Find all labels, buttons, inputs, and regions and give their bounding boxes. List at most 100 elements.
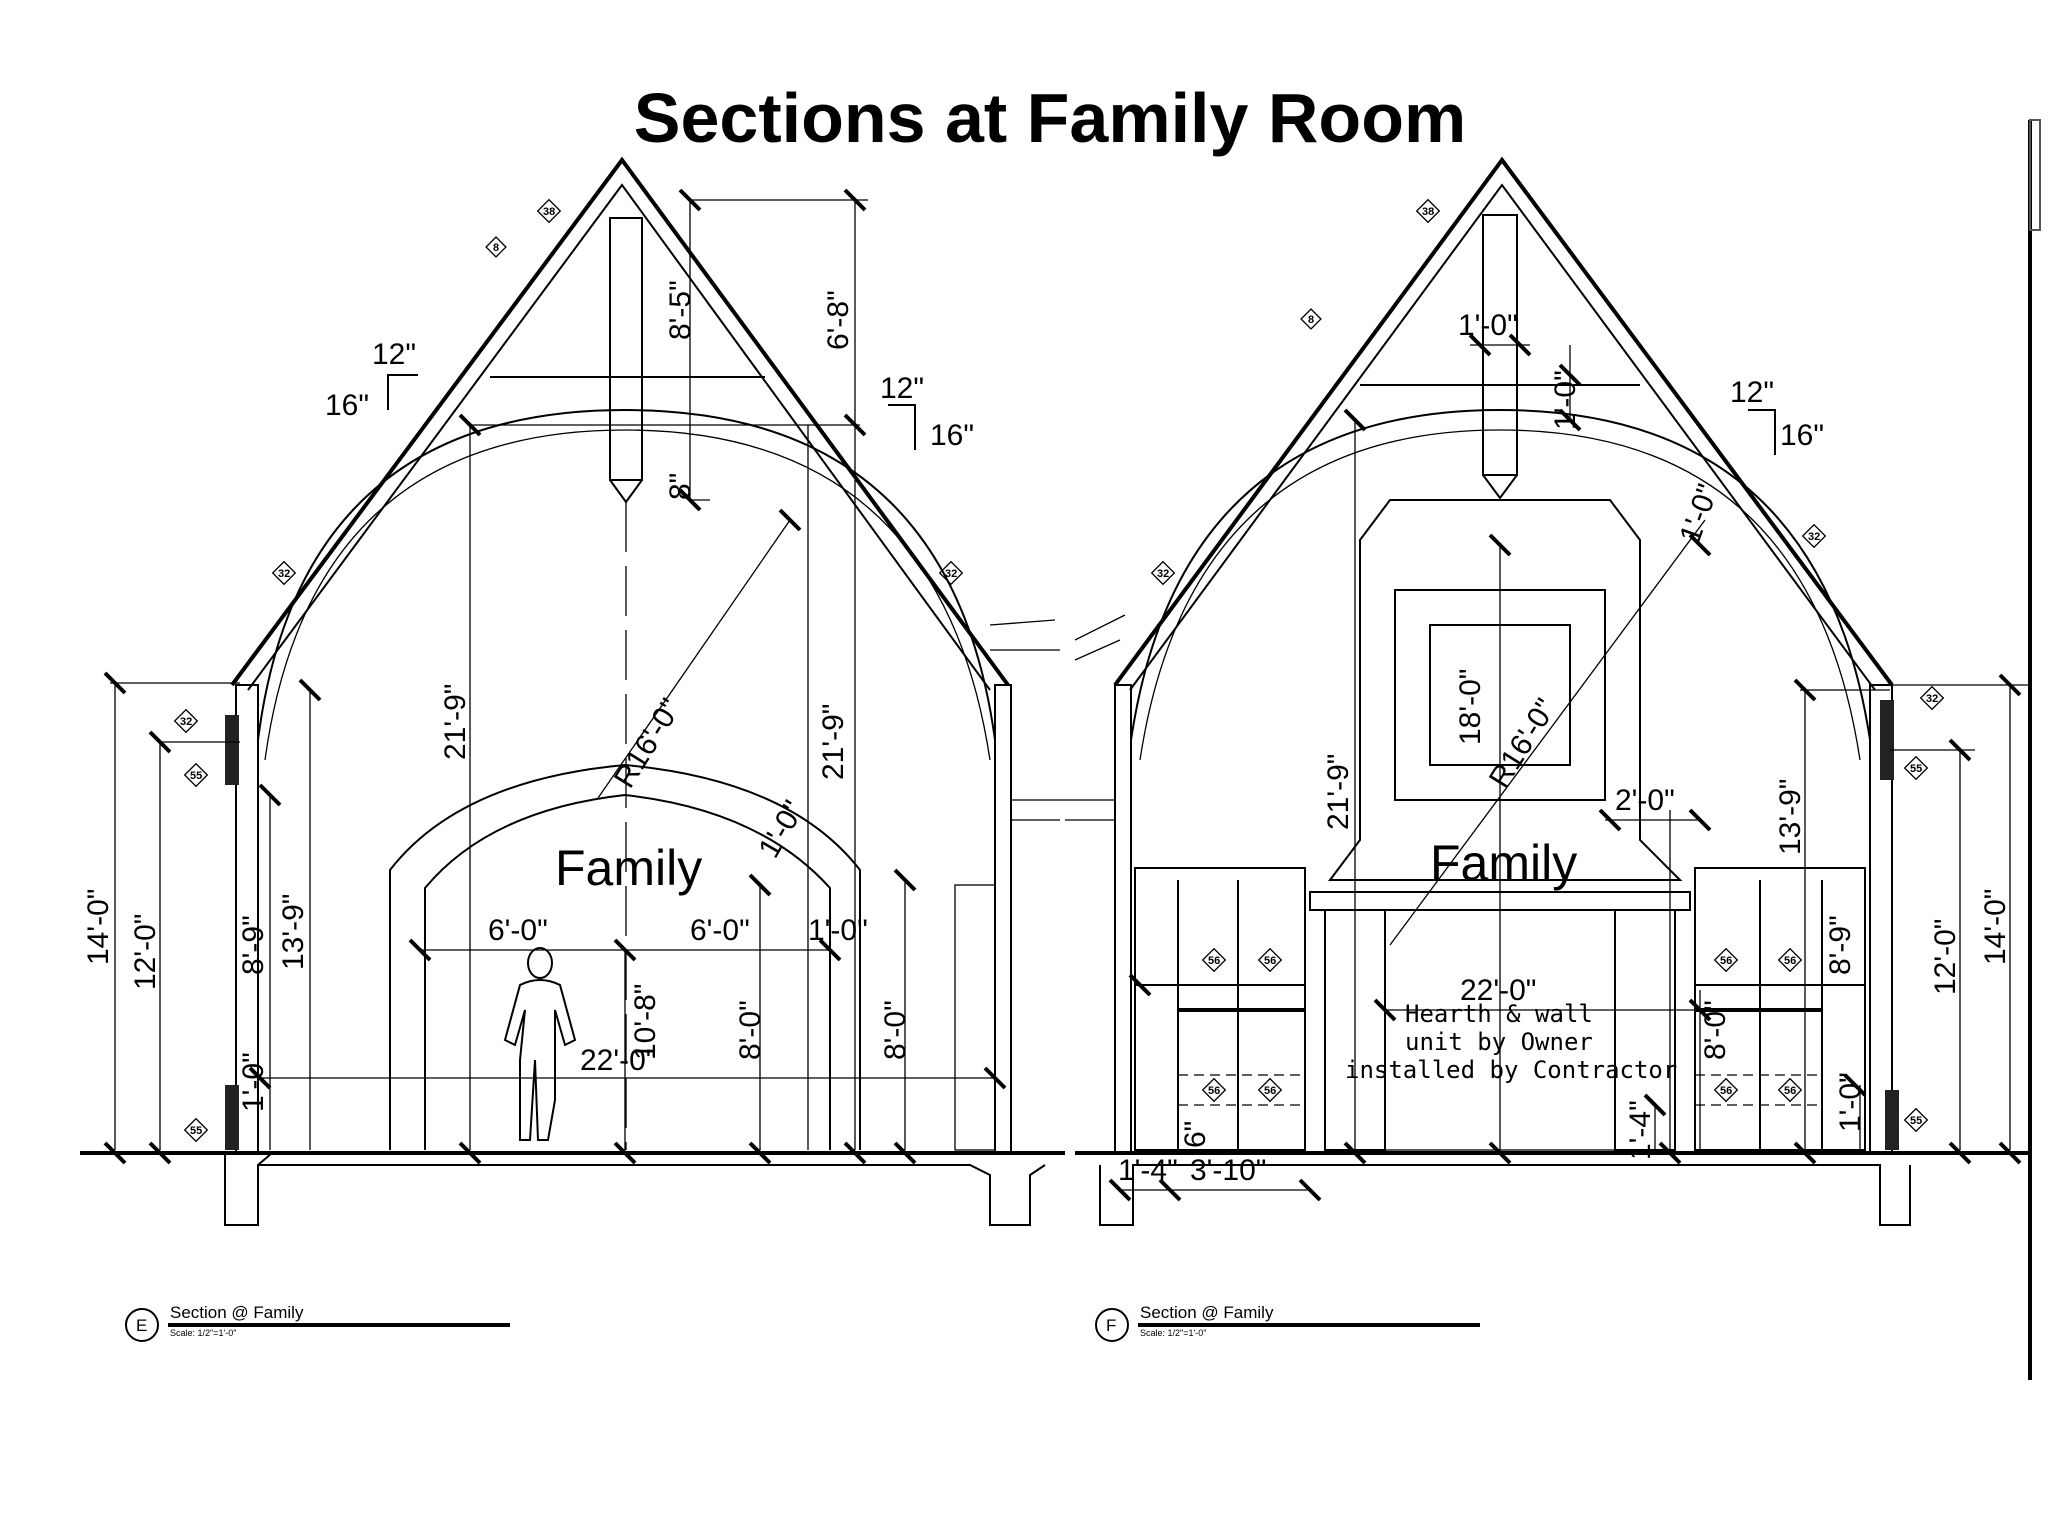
wall-left <box>1114 684 1132 1154</box>
caption-f: Section @ Family <box>1140 1303 1274 1322</box>
pitch-symbol-right <box>888 404 916 450</box>
tag-55: 55 <box>183 1117 209 1143</box>
wall-left <box>235 684 259 1154</box>
tag-56: 56 <box>1777 947 1803 973</box>
dim-outer-h4: 8'-9" <box>237 915 270 975</box>
dim-radius: R16'-0" <box>1483 693 1563 794</box>
tag-32: 32 <box>1919 685 1945 711</box>
dim-cab-h2: 8'-9" <box>1824 915 1857 975</box>
vault-arch <box>1130 408 1871 741</box>
note-line: Hearth & wall <box>1405 1000 1593 1028</box>
chimney-breast <box>1328 499 1683 881</box>
dim-base-span: 3'-10" <box>1190 1154 1266 1187</box>
svg-text:56: 56 <box>1784 955 1796 967</box>
dimension-ticks <box>1108 333 2022 1202</box>
svg-text:32: 32 <box>945 568 957 580</box>
dim-panel-height: 18'-0" <box>1454 669 1487 745</box>
dim-opening-h2: 8'-0" <box>879 1000 912 1060</box>
tag-32: 32 <box>938 560 964 586</box>
dim-opening-h1: 8'-0" <box>734 1000 767 1060</box>
dim-width-right: 6'-0" <box>690 914 750 947</box>
scale-f: Scale: 1/2"=1'-0" <box>1140 1328 1206 1338</box>
dim-small-h: 6" <box>1179 1121 1212 1148</box>
svg-text:56: 56 <box>1208 1085 1220 1097</box>
dim-center-height: 10'-8" <box>629 984 662 1060</box>
tag-8: 8 <box>1300 308 1322 330</box>
pitch-rise: 12" <box>1730 376 1774 409</box>
dim-width-side: 1'-0" <box>808 914 868 947</box>
dim-base-left: 1'-4" <box>1118 1154 1178 1187</box>
svg-text:56: 56 <box>1720 955 1732 967</box>
inner-arch-outer <box>389 763 861 1150</box>
wall-insulation-base <box>1885 1090 1899 1150</box>
svg-text:32: 32 <box>278 568 290 580</box>
tag-56: 56 <box>1201 1077 1227 1103</box>
svg-text:55: 55 <box>1910 763 1922 775</box>
svg-text:55: 55 <box>1910 1115 1922 1127</box>
ridge-post-tip <box>609 479 643 504</box>
tag-56: 56 <box>1713 947 1739 973</box>
dim-outer-h2: 12'-0" <box>129 914 162 990</box>
dim-width-left: 6'-0" <box>488 914 548 947</box>
adjacent-roof <box>989 619 1065 821</box>
wall-insulation-base <box>225 1085 239 1150</box>
dim-overall-width: 22'-0" <box>580 1044 656 1077</box>
dim-height-left: 21'-9" <box>439 684 472 760</box>
dim-outer-h2: 14'-0" <box>1979 889 2012 965</box>
tag-38: 38 <box>1415 198 1441 224</box>
svg-text:56: 56 <box>1784 1085 1796 1097</box>
tag-56: 56 <box>1777 1077 1803 1103</box>
tag-38: 38 <box>536 198 562 224</box>
room-label-f: Family <box>1430 835 1577 891</box>
tag-55: 55 <box>183 762 209 788</box>
footing-left <box>224 1152 273 1226</box>
pitch-left-rise: 12" <box>372 338 416 371</box>
svg-text:8: 8 <box>1308 314 1314 326</box>
person-figure <box>503 947 577 1141</box>
vault-arch <box>257 408 996 741</box>
dim-mantel-gap: 2'-0" <box>1615 784 1675 817</box>
dim-top-gap: 8'-5" <box>664 280 697 340</box>
caption-bubble-e <box>125 1308 159 1342</box>
dim-roof-gap: 1'-0" <box>1674 480 1725 547</box>
roof-outer <box>230 156 1010 687</box>
room-label-e: Family <box>555 840 702 896</box>
vault-arch-inner <box>264 429 991 761</box>
hearth-note: Hearth & wall unit by Owner installed by… <box>1345 1000 1677 1084</box>
tag-56: 56 <box>1257 1077 1283 1103</box>
pitch-run: 16" <box>1780 419 1824 452</box>
svg-text:56: 56 <box>1720 1085 1732 1097</box>
tag-32: 32 <box>271 560 297 586</box>
slab <box>1099 1164 1911 1226</box>
adjacent-roof <box>1065 614 1126 821</box>
dim-top-right: 6'-8" <box>822 290 855 350</box>
svg-text:56: 56 <box>1264 955 1276 967</box>
caption-e: Section @ Family <box>170 1303 304 1322</box>
caption-letter-e: E <box>136 1316 147 1335</box>
pitch-symbol <box>1748 409 1776 455</box>
dim-height-right: 13'-9" <box>1774 779 1807 855</box>
chimney-post-tip <box>1482 474 1518 500</box>
svg-text:32: 32 <box>1157 568 1169 580</box>
dim-arch-gap: 1'-0" <box>752 795 810 863</box>
dim-base-h: 1'-0" <box>237 1052 270 1112</box>
side-opening <box>954 884 996 1151</box>
svg-text:32: 32 <box>1926 693 1938 705</box>
pitch-left-run: 16" <box>325 389 369 422</box>
dimension-ticks <box>103 188 1007 1165</box>
svg-text:55: 55 <box>190 770 202 782</box>
dim-chimney-gap: 1'-0" <box>1549 370 1582 430</box>
tag-55: 55 <box>1903 755 1929 781</box>
svg-text:56: 56 <box>1264 1085 1276 1097</box>
scale-e: Scale: 1/2"=1'-0" <box>170 1328 236 1338</box>
wall-insulation <box>225 715 239 785</box>
pitch-right-run: 16" <box>930 419 974 452</box>
wall-insulation <box>1880 700 1894 780</box>
tag-32: 32 <box>173 708 199 734</box>
svg-text:32: 32 <box>1808 531 1820 543</box>
section-f: 1'-0" 1'-0" 12" 16" 1'-0" 18'-0" R16'-0"… <box>1065 156 2030 1342</box>
dim-base-h: 1'-0" <box>1834 1072 1867 1132</box>
roof-inner <box>247 183 991 691</box>
dim-overall-width: 22'-0" <box>1460 974 1536 1007</box>
